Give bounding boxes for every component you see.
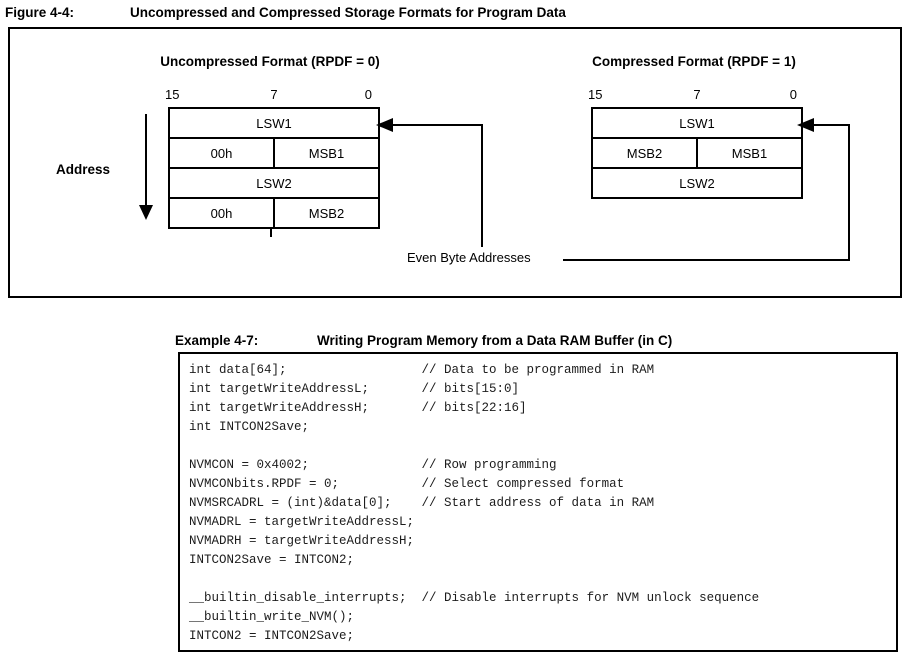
compressed-format-table: LSW1 MSB2 MSB1 LSW2 <box>591 107 803 199</box>
memory-cell-lsw1: LSW1 <box>168 107 380 139</box>
address-label: Address <box>56 162 111 177</box>
arrow-left-icon-compressed <box>797 118 814 132</box>
address-arrow-line <box>145 114 147 206</box>
uncompressed-format-table: LSW1 00h MSB1 LSW2 00h MSB2 <box>168 107 380 229</box>
memory-cell-lsw2: LSW2 <box>168 167 380 199</box>
memory-cell-lsw2: LSW2 <box>591 167 803 199</box>
bit-label-0-right: 0 <box>789 87 797 102</box>
connector-bottom-horizontal <box>563 259 850 261</box>
memory-cell-msb1: MSB1 <box>696 137 803 169</box>
memory-cell-00h: 00h <box>168 137 275 169</box>
arrow-left-icon-uncompressed <box>376 118 393 132</box>
connector-right-vertical <box>848 124 850 261</box>
connector-left-vertical <box>481 124 483 247</box>
bit-label-15-left: 15 <box>165 87 180 102</box>
example-label: Example 4-7: <box>175 333 259 348</box>
memory-cell-msb1: MSB1 <box>273 137 380 169</box>
connector-left-horizontal <box>390 124 483 126</box>
memory-cell-msb2: MSB2 <box>591 137 698 169</box>
code-block: int data[64]; // Data to be programmed i… <box>189 363 760 643</box>
example-title: Writing Program Memory from a Data RAM B… <box>317 333 673 348</box>
memory-cell-msb2: MSB2 <box>273 197 380 229</box>
memory-cell-00h: 00h <box>168 197 275 229</box>
connector-right-horizontal <box>813 124 850 126</box>
even-byte-addresses-label: Even Byte Addresses <box>407 250 531 265</box>
memory-cell-lsw1: LSW1 <box>591 107 803 139</box>
uncompressed-format-title: Uncompressed Format (RPDF = 0) <box>160 54 380 69</box>
compressed-format-title: Compressed Format (RPDF = 1) <box>592 54 796 69</box>
bit-label-15-right: 15 <box>588 87 603 102</box>
bit-label-7-left: 7 <box>270 87 278 102</box>
address-arrow-down-icon <box>139 205 153 220</box>
bit-label-7-right: 7 <box>693 87 701 102</box>
bit-label-0-left: 0 <box>364 87 372 102</box>
figure-frame <box>8 27 902 298</box>
figure-label: Figure 4-4: <box>5 5 75 20</box>
table-divider-tick <box>270 228 272 237</box>
figure-title: Uncompressed and Compressed Storage Form… <box>130 5 566 20</box>
example-code-frame: int data[64]; // Data to be programmed i… <box>178 352 898 652</box>
